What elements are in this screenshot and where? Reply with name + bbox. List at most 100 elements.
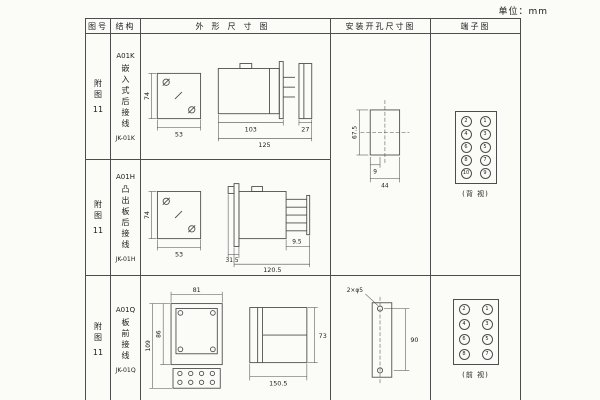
dim-total-length: 120.5 — [263, 266, 281, 274]
front-view-dims: 81 86 109 — [145, 285, 222, 388]
figure-no-cell-1: 附图 11 — [85, 33, 111, 160]
dim-hole-spacing: 90 — [410, 337, 418, 344]
figure-no-cell-2: 附图 11 — [85, 159, 111, 276]
dim-flange-depth: 31.5 — [225, 258, 238, 264]
terminal-row: 10 9 — [460, 167, 491, 179]
terminal-view-label-rear: (背 视) — [462, 189, 489, 198]
dim-side-height: 73 — [318, 332, 326, 340]
model-label-1: A01K — [116, 51, 135, 60]
front-view-dims: 74 53 — [143, 190, 201, 258]
dim-pin-length: 9.5 — [292, 239, 302, 245]
hole-note: 2×φ5 — [346, 288, 378, 306]
mounting-strip — [371, 302, 392, 378]
unit-label: 单位：mm — [498, 7, 548, 17]
side-view-dims: 103 27 125 — [217, 114, 312, 149]
dim-width: 53 — [174, 130, 182, 138]
side-view — [227, 182, 310, 247]
model-label-2: A01H — [116, 172, 135, 181]
figure-number-1: 11 — [92, 105, 104, 114]
terminal-pin: 1 — [481, 304, 493, 315]
terminal-pin: 5 — [479, 141, 491, 153]
structure-label-1: 嵌入式后接线 — [121, 63, 130, 130]
side-view — [217, 61, 312, 120]
front-view-dims: 74 53 — [143, 73, 201, 138]
outline-cell-2: 74 53 — [140, 159, 331, 276]
mounting-cell-group1: 67.5 9 44 — [330, 33, 431, 276]
front-view — [156, 190, 201, 239]
header-terminal-diagram: 端子图 — [430, 18, 521, 34]
spec-table: 图号 结构 外形尺寸图 安装开孔尺寸图 端子图 附图 11 A01K — [85, 18, 521, 400]
terminal-pin: 5 — [481, 334, 493, 345]
header-structure: 结构 — [110, 18, 141, 34]
terminal-pin: 3 — [481, 319, 493, 330]
mounting-dims: 90 — [383, 308, 418, 371]
terminal-pin: 7 — [479, 154, 491, 166]
type-code-3: JK-01Q — [115, 365, 136, 374]
type-code-2: JK-01H — [115, 254, 136, 263]
type-code-1: JK-01K — [115, 133, 136, 142]
terminal-pin: 2 — [458, 304, 470, 315]
figure-no-cell-3: 附图 11 — [85, 275, 111, 400]
terminal-pin: 10 — [460, 167, 472, 179]
dim-height: 74 — [143, 92, 151, 100]
dim-body-length: 103 — [244, 125, 256, 133]
dim-cutout-width: 44 — [381, 183, 389, 189]
centerlines — [359, 99, 409, 165]
header-row: 图号 结构 外形尺寸图 安装开孔尺寸图 端子图 — [85, 18, 521, 34]
figure-label-2: 附图 — [93, 200, 103, 222]
row-a01q: 附图 11 A01Q 板前接线 JK-01Q — [85, 275, 521, 400]
dim-hole-offset: 9 — [373, 169, 377, 175]
figure-label-1: 附图 — [93, 79, 103, 101]
terminal-pin: 6 — [460, 141, 472, 153]
structure-label-2: 凸出板后接线 — [121, 184, 130, 251]
mounting-hole-drawing-group2: 2×φ5 — [346, 288, 418, 384]
dim-height: 74 — [143, 210, 151, 218]
outline-cell-1: 74 53 — [140, 33, 331, 160]
terminal-pin: 3 — [479, 128, 491, 140]
side-view-dims: 73 150.5 — [249, 306, 326, 387]
structure-label-3: 板前接线 — [121, 317, 130, 362]
header-figure-no: 图号 — [85, 18, 111, 34]
row-a01h: 附图 11 A01H 凸出板后接线 JK-01H — [85, 159, 521, 276]
dim-end-width: 27 — [301, 125, 309, 133]
structure-cell-3: A01Q 板前接线 JK-01Q — [110, 275, 141, 400]
dim-body-height: 86 — [156, 330, 162, 338]
figure-number-2: 11 — [92, 226, 104, 235]
dim-top-width: 81 — [192, 285, 200, 293]
dim-hole-diameter: 2×φ5 — [346, 288, 363, 294]
mounting-cell-group2: 2×φ5 — [330, 275, 431, 400]
model-label-3: A01Q — [115, 305, 136, 314]
dim-total-length: 125 — [258, 141, 270, 149]
terminal-pin: 6 — [458, 334, 470, 345]
terminal-view-label-front: (前 视) — [462, 371, 489, 379]
figure-label-3: 附图 — [93, 322, 103, 344]
front-view — [170, 302, 223, 389]
terminal-pin: 4 — [460, 128, 472, 140]
header-outline-dims: 外形尺寸图 — [140, 18, 331, 34]
mounting-hole-drawing-group1: 67.5 9 44 — [352, 99, 409, 189]
dim-total-height: 109 — [145, 340, 151, 351]
side-view-dims: 9.5 31.5 120.5 — [225, 193, 310, 274]
dim-total-depth: 150.5 — [269, 379, 287, 387]
outline-drawing-a01k: 74 53 — [143, 61, 312, 149]
side-view — [248, 306, 307, 363]
outline-drawing-a01h: 74 53 — [143, 182, 310, 274]
dim-cutout-height: 67.5 — [352, 125, 358, 138]
mounting-dims: 67.5 9 44 — [352, 109, 400, 189]
terminal-pin: 7 — [481, 349, 493, 360]
terminal-pin: 9 — [479, 167, 491, 179]
dim-width: 53 — [174, 250, 182, 258]
figure-number-3: 11 — [92, 348, 104, 357]
terminal-pin: 4 — [458, 319, 470, 330]
outline-cell-3: 81 86 109 — [140, 275, 331, 400]
